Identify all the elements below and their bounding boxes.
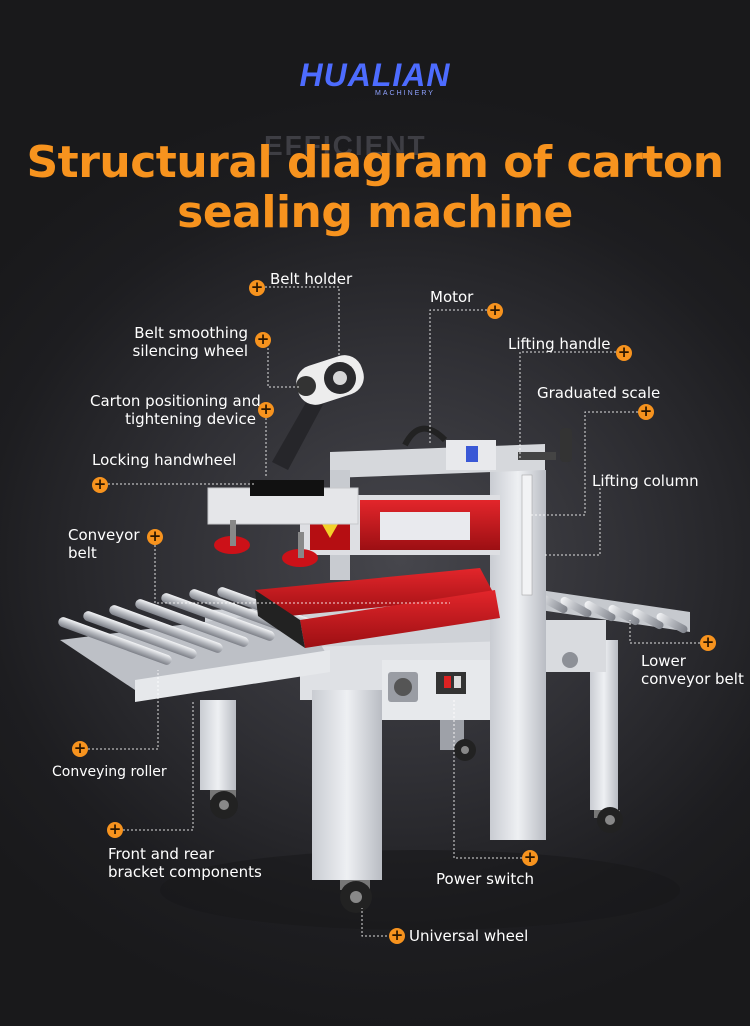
ghost-text: EFFICIENT bbox=[264, 130, 427, 161]
left-rollers bbox=[58, 587, 331, 665]
label-carton-positioning: Carton positioning and tightening device bbox=[90, 392, 261, 428]
plus-circle-icon: + bbox=[72, 739, 88, 757]
plus-circle-icon: + bbox=[92, 475, 108, 493]
left-roller-rail bbox=[135, 650, 330, 702]
plus-circle-icon: + bbox=[522, 848, 538, 866]
plus-circle-icon: + bbox=[487, 301, 503, 319]
plus-circle-icon: + bbox=[389, 926, 405, 944]
label-motor: Motor bbox=[430, 288, 474, 306]
plus-circle-icon: + bbox=[249, 278, 265, 296]
label-graduated-scale: Graduated scale bbox=[537, 384, 661, 402]
plus-circle-icon: + bbox=[107, 820, 123, 838]
power-switch-white bbox=[454, 676, 461, 688]
front-left-leg bbox=[200, 700, 236, 790]
plus-circle-icon: + bbox=[255, 330, 271, 348]
title-line-1: Structural diagram of carton bbox=[26, 137, 724, 188]
motor-label bbox=[466, 446, 478, 462]
power-switch-red bbox=[444, 676, 451, 688]
plus-circle-icon: + bbox=[258, 400, 274, 418]
label-belt-holder: Belt holder bbox=[270, 270, 353, 288]
lower-conveyor-belt-right bbox=[300, 590, 500, 648]
leader-lines bbox=[80, 286, 708, 937]
caster-wheels bbox=[210, 739, 623, 913]
front-main-leg bbox=[312, 690, 382, 880]
label-lifting-handle: Lifting handle bbox=[508, 335, 611, 353]
belt-end bbox=[255, 590, 305, 648]
label-front-rear-line2: bracket components bbox=[108, 863, 262, 881]
label-lower-conveyor-line1: Lower bbox=[641, 652, 686, 670]
label-conveyor-belt: Conveyor belt bbox=[68, 526, 139, 562]
label-power-switch: Power switch bbox=[436, 870, 535, 888]
lifting-handle-arm bbox=[518, 452, 556, 460]
side-knob bbox=[562, 652, 578, 668]
plus-circle-icon: + bbox=[638, 402, 654, 420]
graduated-scale-strip bbox=[521, 474, 533, 596]
label-conveying-roller: Conveying roller bbox=[52, 764, 167, 780]
label-lower-conveyor-belt: Lower conveyor belt bbox=[641, 652, 744, 688]
locking-handwheel-knob bbox=[250, 480, 290, 496]
lifting-handle-grip bbox=[560, 428, 572, 462]
plus-circle-icon: + bbox=[147, 527, 163, 545]
label-conveyor-belt-line2: belt bbox=[68, 544, 97, 562]
brand-name: HUALIAN bbox=[299, 57, 451, 93]
label-universal-wheel: Universal wheel bbox=[409, 927, 529, 945]
title-line-2: sealing machine bbox=[177, 187, 573, 238]
brand-sub: MACHINERY bbox=[375, 90, 435, 97]
lower-conveyor-belt-left bbox=[255, 568, 495, 618]
label-belt-smoothing-line2: silencing wheel bbox=[132, 342, 249, 360]
plus-circle-icon: + bbox=[616, 343, 632, 361]
page-title: Structural diagram of carton sealing mac… bbox=[0, 138, 750, 238]
label-carton-positioning-line1: Carton positioning and bbox=[90, 392, 261, 410]
plus-circle-icon: + bbox=[700, 633, 716, 651]
label-belt-smoothing: Belt smoothing silencing wheel bbox=[118, 324, 249, 360]
smoothing-wheel bbox=[296, 376, 316, 396]
label-carton-positioning-line2: tightening device bbox=[125, 410, 256, 428]
control-knob bbox=[394, 678, 412, 696]
label-conveyor-belt-line1: Conveyor bbox=[68, 526, 140, 544]
label-lifting-column: Lifting column bbox=[592, 472, 699, 490]
label-locking-handwheel: Locking handwheel bbox=[92, 451, 237, 469]
label-front-rear-bracket: Front and rear bracket components bbox=[108, 845, 262, 881]
label-lower-conveyor-line2: conveyor belt bbox=[641, 670, 744, 688]
label-belt-smoothing-line1: Belt smoothing bbox=[134, 324, 248, 342]
label-front-rear-line1: Front and rear bbox=[108, 845, 215, 863]
motor-cable bbox=[402, 425, 448, 447]
warning-label bbox=[322, 524, 338, 538]
brand-logo: HUALIAN MACHINERY bbox=[0, 58, 750, 97]
floor-shadow bbox=[160, 850, 680, 930]
upper-head-label bbox=[380, 512, 470, 540]
